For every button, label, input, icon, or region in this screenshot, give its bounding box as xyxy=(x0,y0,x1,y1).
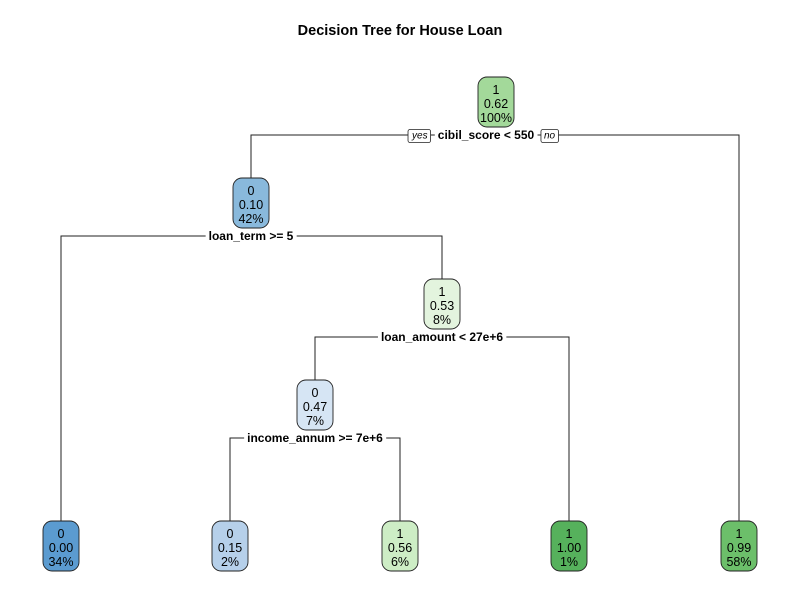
node-class: 0 xyxy=(227,527,234,541)
node-class: 0 xyxy=(248,184,255,198)
node-percentage: 100% xyxy=(480,111,512,125)
node-probability: 0.53 xyxy=(430,299,454,313)
node-probability: 0.56 xyxy=(388,541,412,555)
diagram-title: Decision Tree for House Loan xyxy=(298,23,503,39)
node-box xyxy=(477,76,515,128)
node-percentage: 8% xyxy=(433,313,451,327)
edge-s_n2 xyxy=(60,235,443,521)
node-percentage: 7% xyxy=(306,414,324,428)
split-label-bg xyxy=(205,228,297,244)
node-percentage: 42% xyxy=(238,212,263,226)
node-class: 1 xyxy=(397,527,404,541)
node-box xyxy=(423,278,461,330)
split-label-s_n2: loan_term >= 5 xyxy=(209,229,294,243)
split-label-bg xyxy=(377,329,507,345)
node-percentage: 1% xyxy=(560,555,578,569)
node-class: 1 xyxy=(493,83,500,97)
node-probability: 0.15 xyxy=(218,541,242,555)
split-label-bg xyxy=(434,127,538,143)
node-percentage: 6% xyxy=(391,555,409,569)
split-label-bg xyxy=(244,430,387,446)
node-class: 1 xyxy=(439,285,446,299)
branch-tag-no: no xyxy=(544,131,556,142)
tree-edges xyxy=(60,127,740,521)
branch-tag-box-yes xyxy=(407,129,431,143)
edge-s_root xyxy=(250,134,740,521)
node-percentage: 34% xyxy=(48,555,73,569)
branch-tags: yes no xyxy=(407,129,559,143)
split-label-s_n5: loan_amount < 27e+6 xyxy=(381,330,503,344)
node-box xyxy=(232,177,270,229)
node-probability: 1.00 xyxy=(557,541,581,555)
node-class: 0 xyxy=(58,527,65,541)
split-label-s_n10: income_annum >= 7e+6 xyxy=(247,431,383,445)
tree-node-leaf4: 11.001% xyxy=(550,520,588,572)
edge-s_n5 xyxy=(314,336,570,521)
node-box xyxy=(381,520,419,572)
branch-tag-yes: yes xyxy=(411,131,428,142)
node-probability: 0.62 xyxy=(484,97,508,111)
node-probability: 0.47 xyxy=(303,400,327,414)
node-class: 1 xyxy=(736,527,743,541)
tree-node-leaf3: 10.566% xyxy=(381,520,419,572)
edge-s_n10 xyxy=(229,437,401,521)
node-probability: 0.00 xyxy=(49,541,73,555)
tree-nodes: 10.62100%00.1042%10.538%00.477%00.0034%0… xyxy=(42,76,758,572)
node-box xyxy=(211,520,249,572)
tree-node-leaf2: 00.152% xyxy=(211,520,249,572)
split-labels: cibil_score < 550 loan_term >= 5 loan_amou… xyxy=(205,127,538,446)
node-class: 1 xyxy=(566,527,573,541)
node-box xyxy=(42,520,80,572)
node-box xyxy=(720,520,758,572)
node-probability: 0.10 xyxy=(239,198,263,212)
branch-tag-box-no xyxy=(540,129,559,143)
node-class: 0 xyxy=(312,386,319,400)
node-percentage: 2% xyxy=(221,555,239,569)
node-box xyxy=(296,379,334,431)
tree-node-n10: 00.477% xyxy=(296,379,334,431)
node-probability: 0.99 xyxy=(727,541,751,555)
split-label-s_root: cibil_score < 550 xyxy=(438,128,535,142)
tree-node-n5: 10.538% xyxy=(423,278,461,330)
node-box xyxy=(550,520,588,572)
node-percentage: 58% xyxy=(726,555,751,569)
